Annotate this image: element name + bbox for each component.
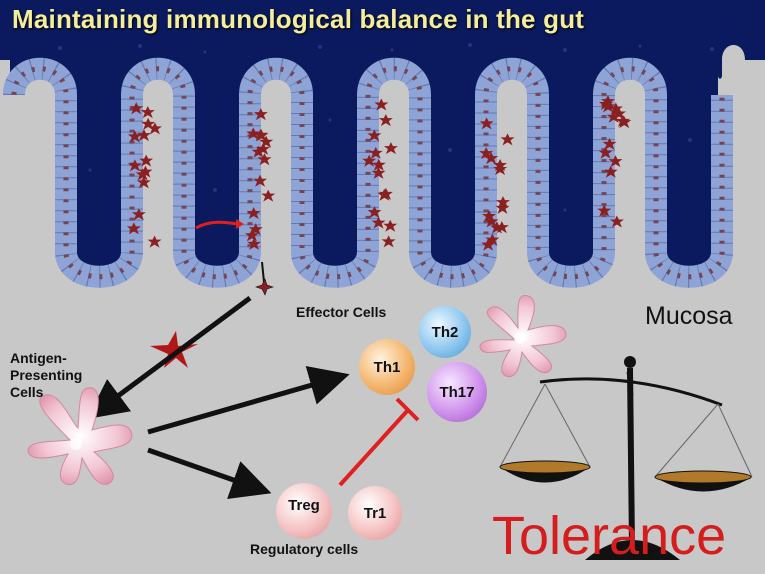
antigen-particle [247, 237, 262, 250]
antigen-particle [246, 127, 261, 140]
antigen-particle [367, 129, 382, 142]
inhibition-arrow [338, 408, 410, 487]
effector-cells-label: Effector Cells [296, 304, 387, 320]
diagram-title: Maintaining immunological balance in the… [12, 4, 585, 34]
antigen-particle [494, 221, 509, 234]
antigen-particle [127, 130, 142, 143]
antigen-particle [495, 196, 510, 209]
antigen-particle [479, 147, 494, 160]
antigen-particle [244, 229, 259, 242]
antigen-particle [378, 114, 393, 127]
arrow-antigen-to-apc [86, 295, 252, 419]
antigen-particle [129, 102, 144, 115]
antigen-particle [381, 235, 396, 248]
th1-cell: Th1 [359, 339, 415, 395]
mucosa-label: Mucosa [645, 302, 733, 330]
antigen-particle [139, 154, 154, 167]
antigen-particle [615, 114, 630, 127]
antigen-particle [602, 137, 617, 150]
antigen-particle [127, 159, 142, 172]
antigen-particle [131, 208, 146, 221]
antigen-star [150, 331, 198, 368]
antigen-particle [251, 145, 266, 158]
antigen-particle [257, 153, 272, 166]
mucosa-surface [0, 45, 765, 574]
antigen-particle [246, 207, 261, 220]
antigen-particle [371, 216, 386, 229]
antigen-particle [362, 154, 377, 167]
antigen-particle [609, 215, 624, 228]
balance-scale [499, 356, 753, 560]
tr1-cell: Tr1 [348, 486, 402, 540]
antigen-clusters [126, 95, 632, 251]
antigen-particle [371, 158, 386, 171]
antigen-particle [261, 189, 276, 202]
antigen-particle [479, 117, 494, 130]
antigen-particle [608, 155, 623, 168]
antigen-particle [493, 163, 508, 176]
antigen-particle [140, 106, 155, 119]
antigen-particle [383, 142, 398, 155]
antigen-particle [367, 206, 382, 219]
arrow-apc-to-regulatory [147, 447, 272, 499]
antigen-particle [495, 201, 510, 214]
antigen-particle [484, 152, 499, 165]
antigen-particle [374, 98, 389, 111]
antigen-particle [136, 129, 151, 142]
antigen-particle [254, 129, 269, 142]
antigen-particle [378, 187, 393, 200]
antigen-uptake-arrowhead [236, 219, 244, 229]
antigen-particle [600, 95, 615, 108]
th17-cell: Th17 [427, 362, 487, 422]
antigen-particle [500, 133, 515, 146]
antigen-particle [136, 176, 151, 189]
antigen-particle [248, 223, 263, 236]
antigen-particle [606, 110, 621, 123]
antigen-particle [138, 165, 153, 178]
antigen-particle [603, 165, 618, 178]
epithelial-nuclei [11, 66, 725, 280]
antigen-particle [597, 204, 612, 217]
regulatory-cells-label: Regulatory cells [250, 541, 359, 557]
antigen-particle [481, 238, 496, 251]
antigen-particle [253, 108, 268, 121]
antigen-particle [253, 174, 268, 187]
antigen-particle [598, 146, 613, 159]
arrow-apc-to-effector [147, 366, 350, 435]
lumen-speckles [58, 43, 714, 212]
antigen-uptake-arrow [195, 220, 239, 230]
inhibition-bar [395, 397, 420, 422]
apc-label: Antigen- Presenting Cells [10, 350, 83, 400]
th2-cell: Th2 [419, 306, 471, 358]
antigen-particle [147, 235, 162, 248]
antigen-presenting-cell [27, 387, 133, 486]
tolerance-label: Tolerance [492, 506, 727, 566]
antigen-particle [147, 122, 162, 135]
antigen-particle [383, 219, 398, 232]
antigen-particle [126, 222, 141, 235]
treg-cell: Treg [276, 483, 332, 539]
antigen-particle [371, 166, 386, 179]
antigen-particle [484, 215, 499, 228]
antigen-particle [368, 146, 383, 159]
antigen-passage [255, 261, 274, 296]
